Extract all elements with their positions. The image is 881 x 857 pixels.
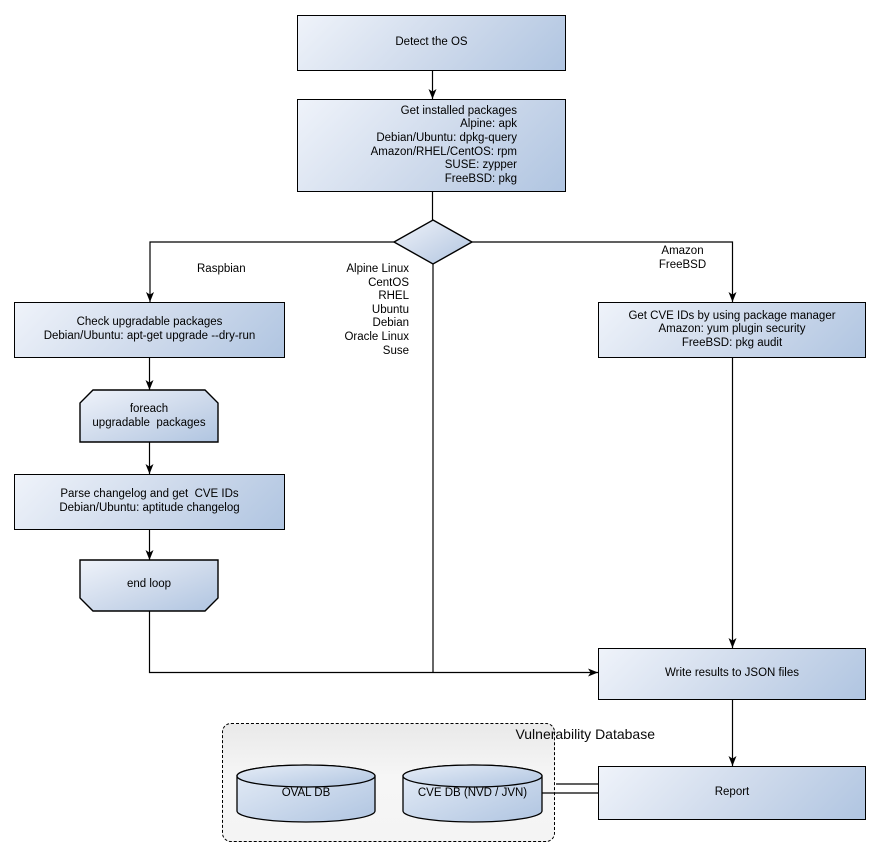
cve-db-cylinder: [402, 764, 543, 823]
node-get-installed-packages: Get installed packages Alpine: apk Debia…: [297, 99, 566, 192]
edge-label-amazon-freebsd: Amazon FreeBSD: [658, 245, 707, 271]
get-installed-packages-label: Get installed packages Alpine: apk Debia…: [370, 104, 517, 185]
write-results-label: Write results to JSON files: [665, 667, 799, 680]
edge-label-os-list: Alpine Linux CentOS RHEL Ubuntu Debian O…: [344, 263, 409, 357]
node-report: Report: [598, 766, 866, 820]
edge-label-raspbian: Raspbian: [197, 263, 246, 275]
node-get-cve-ids: Get CVE IDs by using package manager Ama…: [598, 302, 866, 358]
oval-db-label: OVAL DB: [281, 787, 331, 800]
node-detect-os: Detect the OS: [297, 15, 566, 71]
detect-os-label: Detect the OS: [395, 36, 468, 49]
vulnerability-database-title: Vulnerability Database: [515, 726, 655, 742]
cve-db-label: CVE DB (NVD / JVN): [417, 787, 528, 800]
node-check-upgradable-packages: Check upgradable packages Debian/Ubuntu:…: [14, 302, 285, 358]
os-decision-diamond: [392, 219, 474, 265]
foreach-loop-label: foreach upgradable packages: [92, 403, 206, 429]
parse-changelog-label: Parse changelog and get CVE IDs Debian/U…: [59, 488, 240, 514]
edge-decision-to-check-upgradable: [146, 241, 394, 302]
oval-db-cylinder: [236, 764, 376, 823]
foreach-loop-shape: [79, 389, 219, 443]
edge-endloop-to-write-results: [148, 611, 598, 677]
node-write-results: Write results to JSON files: [598, 648, 866, 700]
node-parse-changelog: Parse changelog and get CVE IDs Debian/U…: [14, 474, 285, 530]
get-cve-ids-label: Get CVE IDs by using package manager Ama…: [628, 309, 836, 349]
end-loop-label: end loop: [126, 577, 172, 590]
report-label: Report: [714, 786, 750, 799]
check-upgradable-packages-label: Check upgradable packages Debian/Ubuntu:…: [43, 316, 256, 342]
edge-decision-to-get-cve: [472, 241, 737, 302]
end-loop-shape: [79, 559, 219, 612]
